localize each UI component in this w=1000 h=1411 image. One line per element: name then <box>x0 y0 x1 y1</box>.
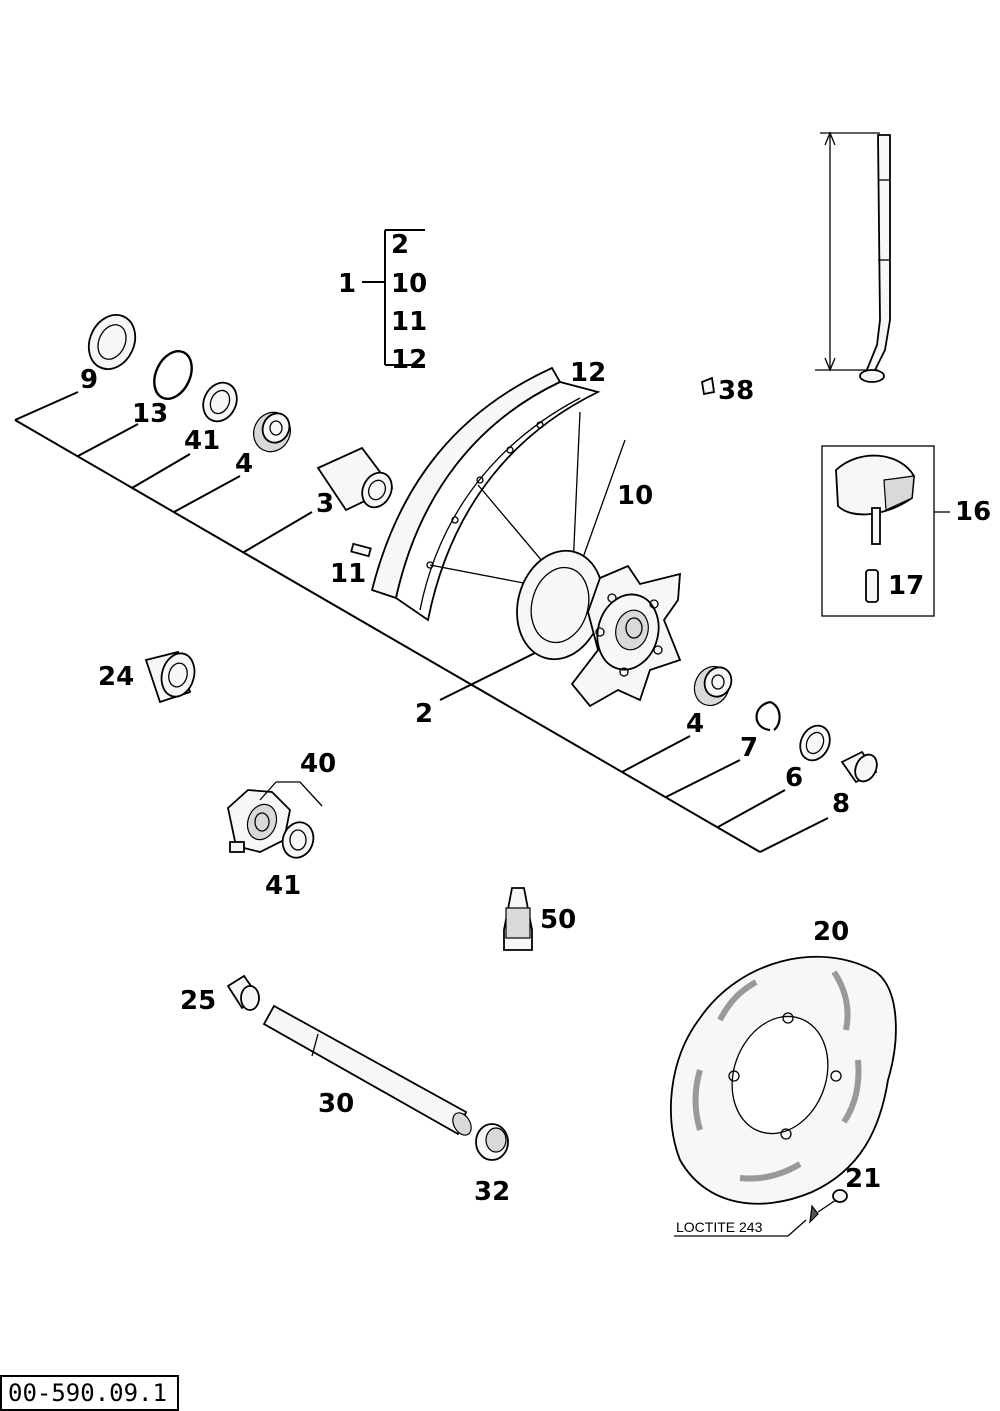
spacer-8 <box>840 750 878 784</box>
label-21: 21 <box>845 1164 881 1194</box>
bearing-4-upper <box>253 411 291 453</box>
loctite-leader <box>674 1219 807 1237</box>
label-38: 38 <box>718 376 754 406</box>
label-2-hub: 2 <box>415 699 433 729</box>
reference-code-box <box>0 1375 179 1411</box>
label-4-lower: 4 <box>686 709 704 739</box>
loctite-note: LOCTITE 243 <box>676 1219 763 1235</box>
rim-12 <box>370 366 601 622</box>
label-30: 30 <box>318 1089 354 1119</box>
label-12-kit: 12 <box>391 345 427 375</box>
label-7: 7 <box>740 733 758 763</box>
label-11-kit: 11 <box>391 307 427 337</box>
label-40: 40 <box>300 749 336 779</box>
hub-2 <box>516 549 682 708</box>
label-1: 1 <box>338 269 356 299</box>
speedo-drive-40 <box>227 781 323 853</box>
ring-13 <box>153 350 193 400</box>
spacer-tube-3 <box>316 446 394 512</box>
label-10-spoke: 10 <box>617 481 653 511</box>
label-9: 9 <box>80 365 98 395</box>
axle-nut-25 <box>226 974 260 1011</box>
label-11-nipple: 11 <box>330 559 366 589</box>
label-13: 13 <box>132 399 168 429</box>
bearing-4-lower <box>693 665 733 707</box>
label-41-upper: 41 <box>184 426 220 456</box>
label-6: 6 <box>785 763 803 793</box>
label-8: 8 <box>832 789 850 819</box>
seal-9 <box>87 314 137 370</box>
label-24: 24 <box>98 662 134 692</box>
brake-disc-20 <box>669 955 897 1205</box>
assembly-axis-line <box>14 391 829 853</box>
label-41-lower: 41 <box>265 871 301 901</box>
label-17: 17 <box>888 571 924 601</box>
valve-cap-38 <box>700 376 716 396</box>
label-16: 16 <box>955 497 991 527</box>
disc-bolt-21 <box>809 1189 848 1224</box>
label-3: 3 <box>316 489 334 519</box>
circlip-7 <box>755 700 781 732</box>
label-10-kit: 10 <box>391 269 427 299</box>
rim-lock-box <box>821 445 950 617</box>
axle-30 <box>262 1004 472 1136</box>
label-32: 32 <box>474 1177 510 1207</box>
axle-nut-32 <box>475 1123 509 1161</box>
spacer-41-lower <box>281 821 315 859</box>
seal-6 <box>799 724 831 762</box>
loctite-bottle-50 <box>503 887 533 951</box>
label-20: 20 <box>813 917 849 947</box>
valve-stem <box>815 131 891 383</box>
label-50: 50 <box>540 905 576 935</box>
spoke-nipple-11 <box>350 542 372 558</box>
label-25: 25 <box>180 986 216 1016</box>
label-2-kit: 2 <box>391 230 409 260</box>
label-12-rim: 12 <box>570 358 606 388</box>
label-4-upper: 4 <box>235 449 253 479</box>
kit-bracket <box>362 229 425 366</box>
spacer-41-upper <box>202 381 238 423</box>
reference-code: 00-590.09.1 <box>8 1379 167 1407</box>
spacer-24 <box>144 650 196 704</box>
